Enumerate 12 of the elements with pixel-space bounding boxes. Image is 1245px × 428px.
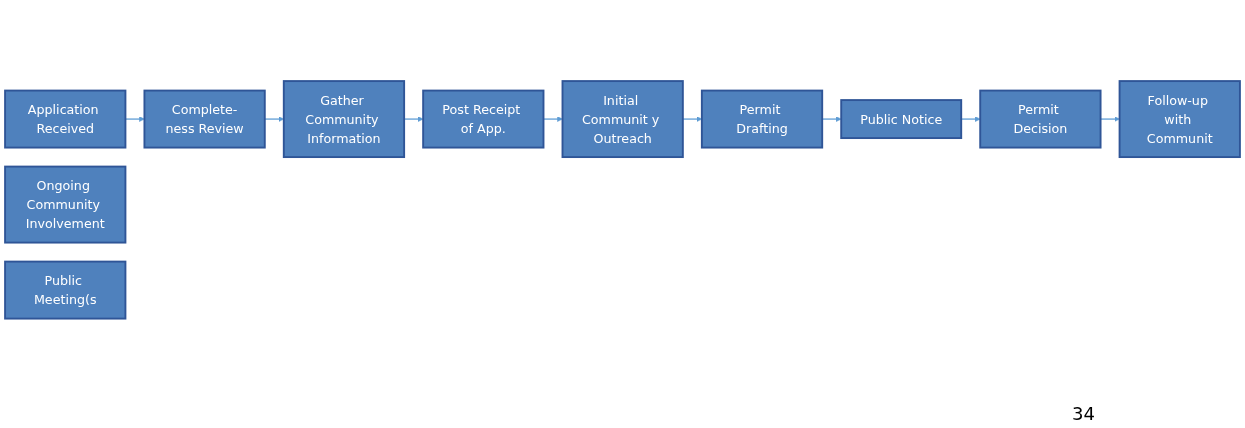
node-box: Public Notice — [840, 99, 963, 140]
node-box: Permit Drafting — [700, 89, 824, 149]
node-box: Initial Communit y Outreach — [561, 80, 684, 159]
page-number: 34 — [1072, 403, 1095, 424]
node-box: Complete-ness Review — [143, 89, 266, 149]
node-box: Application Received — [4, 89, 127, 149]
node-box: Public Meeting(s — [4, 260, 127, 320]
node-box: Follow-up with Communit — [1118, 80, 1241, 159]
node-box: Post Receipt of App. — [422, 89, 545, 149]
node-box: Gather Community Information — [282, 80, 406, 159]
node-box: Permit Decision — [979, 89, 1102, 149]
node-box: Ongoing Community Involvement — [4, 165, 127, 244]
